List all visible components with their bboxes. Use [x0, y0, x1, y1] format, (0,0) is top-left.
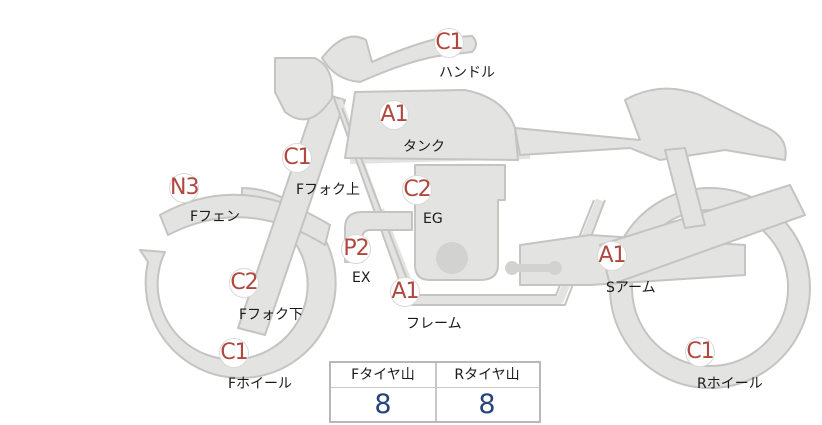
- f-wheel-grade-badge: C1: [219, 338, 249, 368]
- rear-tread-header: Rタイヤ山: [435, 363, 539, 388]
- f-fork-upper-grade-badge: C1: [282, 143, 312, 173]
- foot-peg-knob-right: [548, 261, 562, 275]
- r-wheel-label: Rホイール: [697, 373, 763, 393]
- f-fork-lower-label: Fフォク下: [239, 304, 303, 324]
- s-arm-label: Sアーム: [606, 277, 656, 297]
- handle-grade-badge: C1: [434, 28, 464, 58]
- f-fork-upper-label: Fフォク上: [296, 179, 360, 199]
- ex-grade-badge: P2: [341, 234, 371, 264]
- frame-grade-badge: A1: [390, 277, 420, 307]
- front-tread-header: Fタイヤ山: [331, 363, 435, 388]
- tire-tread-table: Fタイヤ山 Rタイヤ山 8 8: [329, 361, 541, 423]
- rear-tread-value: 8: [435, 388, 539, 421]
- f-fender-grade-badge: N3: [169, 173, 199, 203]
- foot-peg-knob-left: [505, 261, 519, 275]
- r-wheel-grade-badge: C1: [685, 337, 715, 367]
- s-arm-grade-badge: A1: [597, 241, 627, 271]
- front-tread-value: 8: [331, 388, 435, 421]
- ex-label: EX: [352, 270, 370, 286]
- f-fork-lower-grade-badge: C2: [229, 268, 259, 298]
- tank-label: タンク: [403, 136, 445, 156]
- handle-label: ハンドル: [439, 62, 495, 82]
- eg-label: EG: [423, 211, 443, 227]
- engine-cover: [436, 242, 468, 274]
- f-fender-label: Fフェン: [190, 206, 240, 226]
- tank-grade-badge: A1: [379, 100, 409, 130]
- eg-grade-badge: C2: [402, 175, 432, 205]
- f-wheel-label: Fホイール: [228, 373, 292, 393]
- seat-shape: [515, 89, 786, 160]
- frame-label: フレーム: [406, 313, 462, 333]
